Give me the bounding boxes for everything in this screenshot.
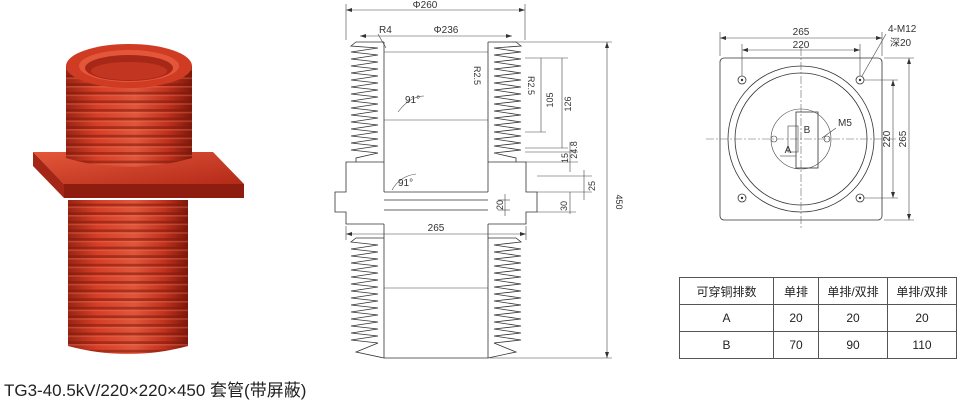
table-header-cell: 单排/双排 xyxy=(887,277,957,305)
table-cell: 20 xyxy=(773,304,819,332)
dim-r2-5-b: R2.5 xyxy=(526,76,536,95)
front-section-view: Φ260 Φ236 R4 91° 91° R xyxy=(334,0,624,359)
dim-r2-5-a: R2.5 xyxy=(472,66,482,85)
table-header-cell: 单排/双排 xyxy=(818,277,888,305)
dim-angle-top: 91° xyxy=(405,95,420,106)
table-cell: 70 xyxy=(773,331,819,359)
dim-220-side: 220 xyxy=(882,130,893,147)
table-cell: 90 xyxy=(818,331,888,359)
table-header-cell: 可穿铜排数 xyxy=(679,277,774,305)
table-cell: B xyxy=(679,331,774,359)
dim-15: 15 xyxy=(560,153,570,163)
dim-20: 20 xyxy=(495,200,505,210)
dim-30: 30 xyxy=(559,201,569,211)
bushing-photo xyxy=(33,44,244,354)
label-b: B xyxy=(804,125,811,136)
product-caption: TG3-40.5kV/220×220×450 套管(带屏蔽) xyxy=(4,381,307,400)
table-cell: A xyxy=(679,304,774,332)
table-header-cell: 单排 xyxy=(773,277,819,305)
label-4-m12: 4-M12 xyxy=(888,24,917,35)
table-cell: 20 xyxy=(887,304,957,332)
dim-angle-mid: 91° xyxy=(398,178,413,189)
dim-24-8: 24.8 xyxy=(569,141,579,159)
dim-105: 105 xyxy=(545,92,555,107)
dim-265-top: 265 xyxy=(793,27,810,38)
table-header-row: 可穿铜排数 单排 单排/双排 单排/双排 xyxy=(679,277,957,305)
top-view: B M5 A 265 220 4-M12 深20 220 265 xyxy=(706,24,917,230)
table-cell: 20 xyxy=(818,304,888,332)
dim-450: 450 xyxy=(614,194,624,209)
dim-265-front: 265 xyxy=(428,223,445,234)
dim-220-top: 220 xyxy=(793,40,810,51)
dim-phi-236: Φ236 xyxy=(434,25,459,36)
table-row: B 70 90 110 xyxy=(679,331,957,359)
label-m5: M5 xyxy=(838,118,852,129)
dim-r4: R4 xyxy=(379,25,392,36)
table-row: A 20 20 20 xyxy=(679,304,957,332)
label-depth-20: 深20 xyxy=(890,37,912,49)
dim-126: 126 xyxy=(563,96,573,111)
table-cell: 110 xyxy=(887,331,957,359)
dim-phi-260: Φ260 xyxy=(413,0,438,11)
dim-265-side: 265 xyxy=(898,130,909,147)
copper-bar-table: 可穿铜排数 单排 单排/双排 单排/双排 A 20 20 20 B 70 90 … xyxy=(679,277,957,359)
dim-25: 25 xyxy=(587,181,597,191)
label-a: A xyxy=(785,145,792,156)
